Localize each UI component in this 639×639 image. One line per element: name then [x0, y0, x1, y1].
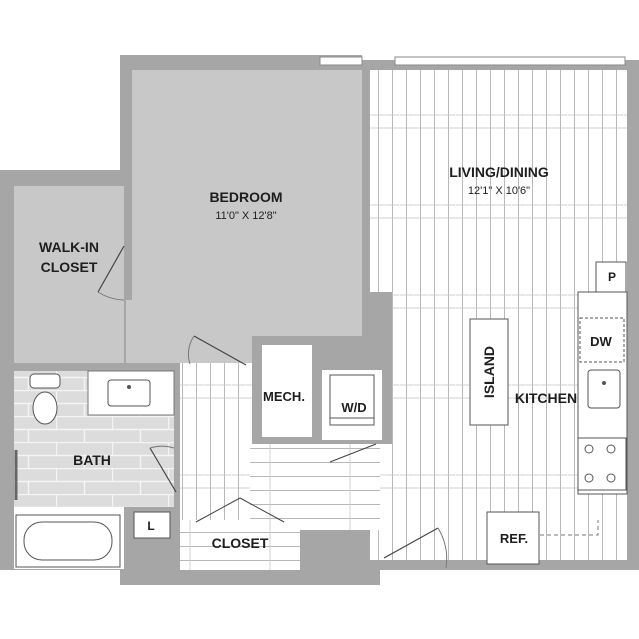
bedroom-room	[126, 70, 362, 363]
washer-dryer-label: W/D	[341, 400, 366, 415]
living-dining-label: LIVING/DINING	[449, 164, 549, 180]
island-label: ISLAND	[481, 346, 497, 398]
refrigerator-label: REF.	[500, 531, 528, 546]
walk-in-closet-room	[14, 186, 124, 363]
linen-label: L	[147, 519, 154, 533]
appliance-labels: W/D DW P REF. L	[147, 270, 616, 546]
bedroom-label: BEDROOM	[209, 189, 282, 205]
dishwasher-label: DW	[590, 334, 612, 349]
closet-room	[180, 497, 300, 570]
doors	[97, 245, 448, 569]
kitchen-counters	[469, 261, 628, 565]
bath-room	[14, 370, 175, 569]
mech-label: MECH.	[263, 389, 305, 404]
room-labels: BEDROOM 11'0" X 12'8" LIVING/DINING 12'1…	[39, 164, 577, 551]
kitchen-label: KITCHEN	[515, 390, 577, 406]
walk-in-closet-label-line2: CLOSET	[41, 259, 98, 275]
pantry-label: P	[608, 270, 616, 284]
bedroom-dimensions: 11'0" X 12'8"	[215, 210, 276, 222]
living-dining-dimensions: 12'1" X 10'6"	[468, 185, 530, 197]
closet-label: CLOSET	[212, 535, 269, 551]
utility-block	[252, 336, 392, 444]
walk-in-closet-label-line1: WALK-IN	[39, 239, 99, 255]
bath-label: BATH	[73, 452, 111, 468]
